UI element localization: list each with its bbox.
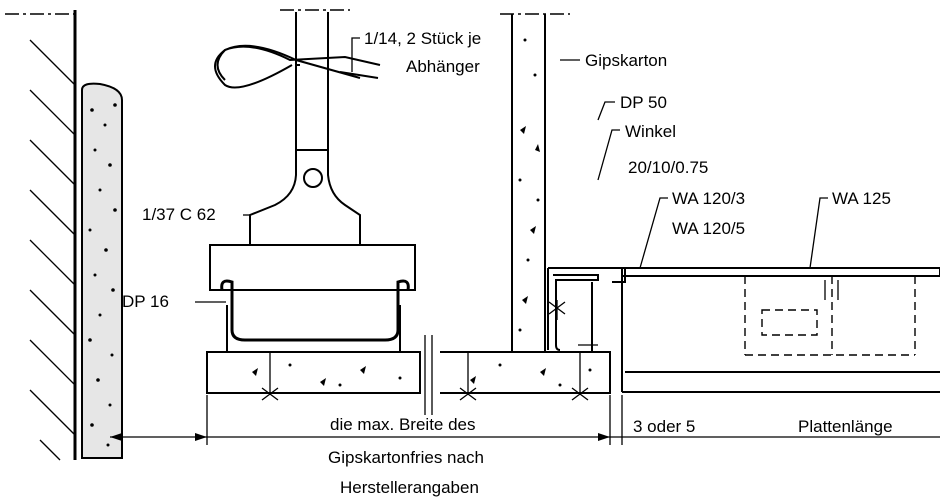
hanger-rod bbox=[280, 9, 350, 150]
label-width-note-3: Herstellerangaben bbox=[340, 478, 479, 497]
label-hanger-clip-2: Abhänger bbox=[406, 57, 480, 76]
label-hanger-clip: 1/14, 2 Stück je bbox=[364, 29, 481, 48]
label-angle: Winkel bbox=[625, 122, 676, 141]
vertical-gypsum-board bbox=[500, 13, 570, 352]
label-gypsum-board: Gipskarton bbox=[585, 51, 667, 70]
gypsum-strip bbox=[206, 335, 611, 415]
label-hanger: 1/37 C 62 bbox=[142, 205, 216, 224]
dp16-profile bbox=[220, 279, 410, 353]
label-dp50: DP 50 bbox=[620, 93, 667, 112]
label-angle-dims: 20/10/0.75 bbox=[628, 158, 708, 177]
leader-lines bbox=[195, 37, 828, 303]
hanger-body bbox=[249, 149, 361, 246]
dp50-profile bbox=[547, 267, 626, 351]
label-width-note-2: Gipskartonfries nach bbox=[328, 448, 484, 467]
label-gap: 3 oder 5 bbox=[633, 417, 695, 436]
hanger-foot bbox=[209, 244, 416, 291]
winkel-profile bbox=[578, 282, 598, 352]
label-wa120-3: WA 120/3 bbox=[672, 189, 745, 208]
label-dp16: DP 16 bbox=[122, 292, 169, 311]
label-panel-length: Plattenlänge bbox=[798, 417, 893, 436]
dimension-lines bbox=[110, 395, 940, 445]
plaster-layer bbox=[81, 82, 123, 459]
spring-clip-icon bbox=[214, 44, 381, 89]
label-wa120-5: WA 120/5 bbox=[672, 219, 745, 238]
wa-panel-section bbox=[621, 267, 940, 393]
label-wa125: WA 125 bbox=[832, 189, 891, 208]
label-width-note-1: die max. Breite des bbox=[330, 415, 476, 434]
wall-section bbox=[5, 10, 77, 461]
